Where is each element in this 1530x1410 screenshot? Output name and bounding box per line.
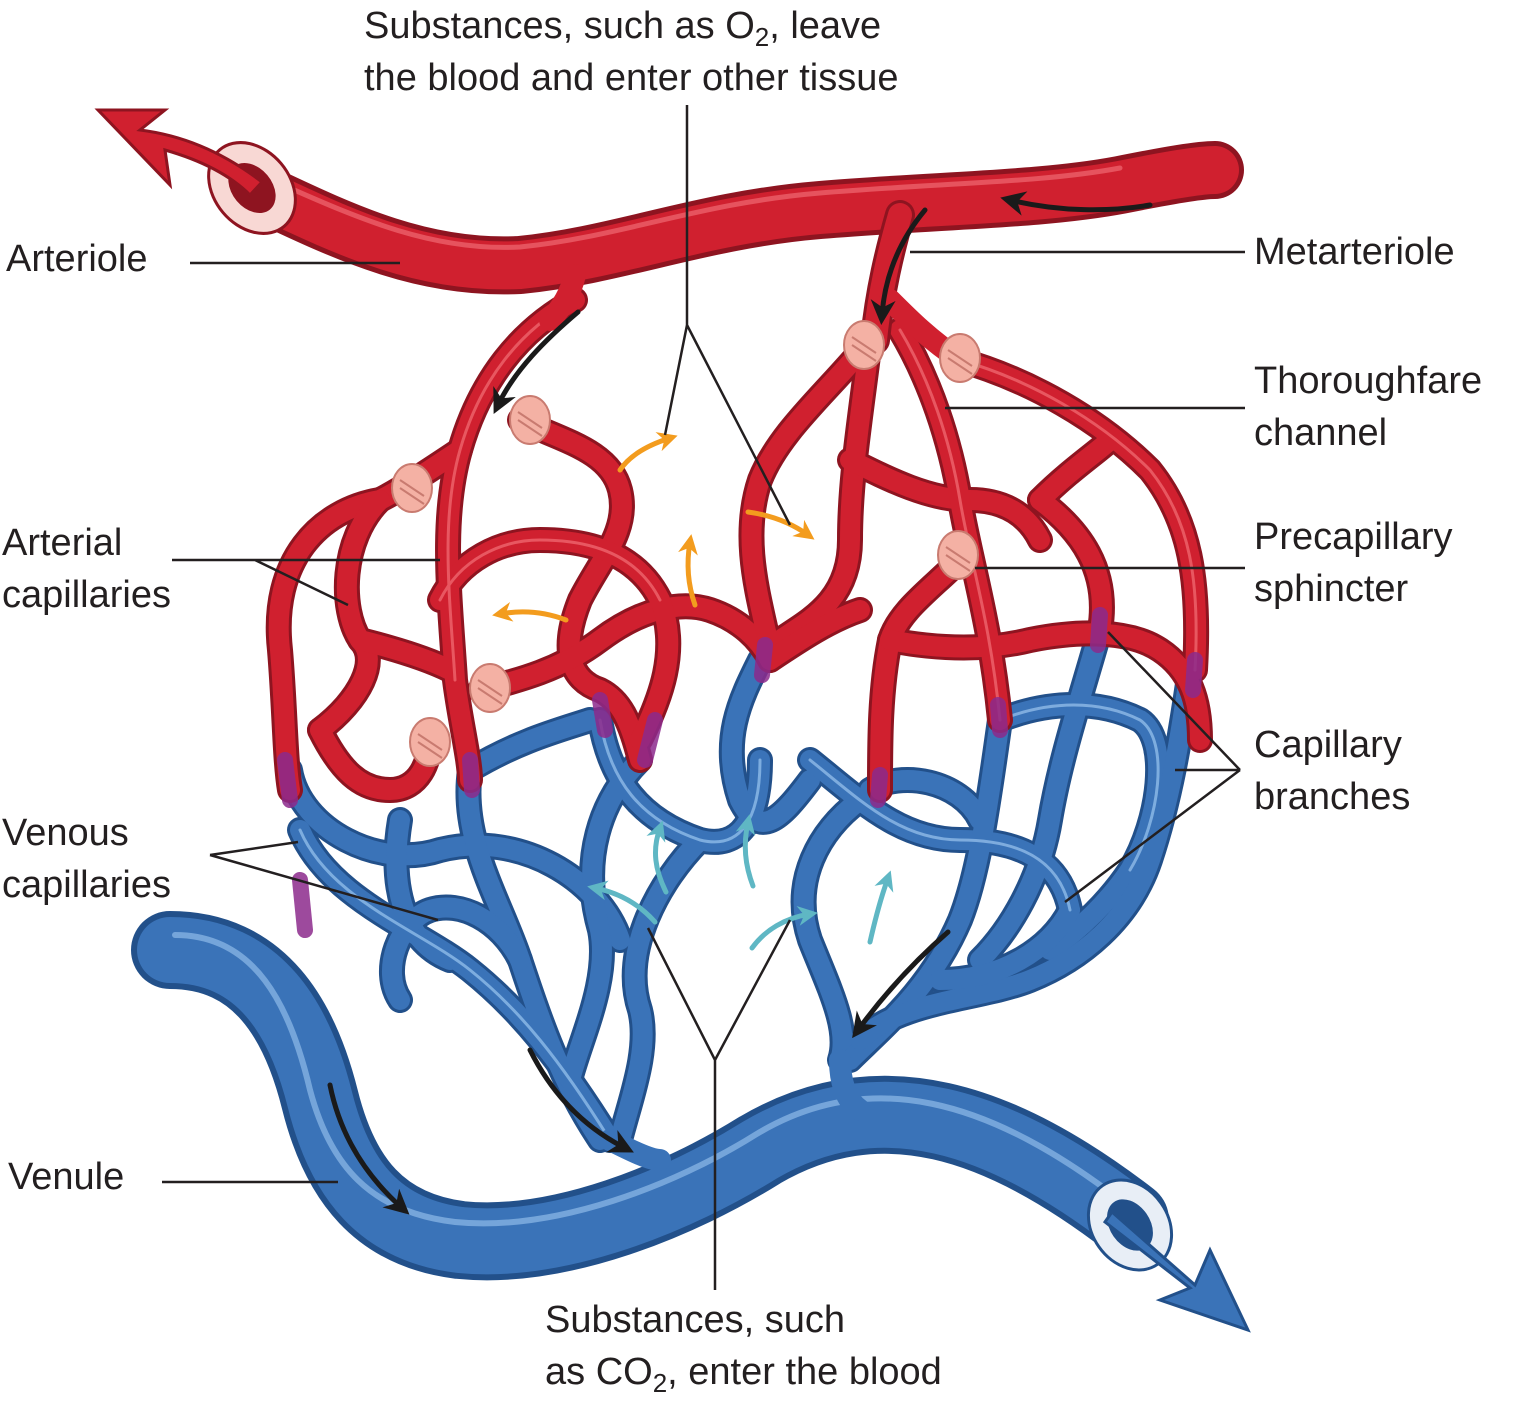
leader-arterial-capillaries	[172, 558, 440, 607]
top-caption-post: , leave	[769, 5, 882, 47]
label-arteriole-text: Arteriole	[6, 238, 148, 280]
label-arteriole: Arteriole	[6, 233, 148, 285]
leader-lines	[162, 105, 1245, 1290]
label-venous-line1: Venous	[2, 812, 129, 854]
bottom-caption: Substances, such as CO2, enter the blood	[545, 1294, 942, 1398]
venule-vessel	[131, 911, 1169, 1281]
label-branches-line2: branches	[1254, 776, 1411, 818]
top-caption-subscript: 2	[754, 21, 770, 52]
label-arterial-capillaries: Arterial capillaries	[2, 517, 171, 621]
label-arterial-line2: capillaries	[2, 574, 171, 616]
black-flow-arrow-icon	[327, 191, 1153, 1215]
blue-arrow-icon	[1102, 1209, 1251, 1333]
label-metarteriole-text: Metarteriole	[1254, 231, 1455, 273]
orange-arrow-icon	[492, 432, 815, 623]
bottom-caption-post: , enter the blood	[667, 1351, 942, 1393]
label-precapillary-line2: sphincter	[1254, 568, 1409, 610]
label-capillary-branches: Capillary branches	[1254, 719, 1410, 823]
label-precapillary-line1: Precapillary	[1254, 516, 1453, 558]
transition-zones	[277, 607, 1203, 938]
leader-venous-capillaries	[209, 840, 439, 922]
label-venous-capillaries: Venous capillaries	[2, 807, 171, 911]
arteriole-vessel	[226, 141, 1244, 371]
leader-top-caption	[663, 105, 792, 526]
venous-capillaries	[277, 617, 1203, 1153]
sphincter-ridges	[399, 336, 973, 759]
label-thoroughfare-line2: channel	[1254, 412, 1388, 454]
label-venule: Venule	[8, 1151, 124, 1203]
bottom-caption-line2: as CO2, enter the blood	[545, 1346, 942, 1398]
bottom-caption-pre: as CO	[545, 1351, 653, 1393]
top-caption-pre: Substances, such as O	[364, 5, 755, 47]
label-thoroughfare-channel: Thoroughfare channel	[1254, 355, 1482, 459]
label-precapillary-sphincter: Precapillary sphincter	[1254, 511, 1453, 615]
bottom-caption-line1: Substances, such	[545, 1299, 845, 1341]
red-arrow-icon	[94, 108, 265, 198]
label-metarteriole: Metarteriole	[1254, 226, 1455, 278]
top-caption-line2: the blood and enter other tissue	[364, 57, 899, 99]
teal-arrow-icon	[587, 814, 894, 951]
label-venous-line2: capillaries	[2, 864, 171, 906]
label-arterial-line1: Arterial	[2, 522, 123, 564]
label-branches-line1: Capillary	[1254, 724, 1402, 766]
leader-bottom-caption	[646, 919, 792, 1290]
bottom-caption-subscript: 2	[652, 1367, 668, 1398]
top-caption: Substances, such as O2, leave the blood …	[364, 0, 899, 104]
label-thoroughfare-line1: Thoroughfare	[1254, 360, 1483, 402]
leader-capillary-branches	[1064, 631, 1241, 903]
top-caption-line1: Substances, such as O2, leave	[364, 0, 899, 52]
label-venule-text: Venule	[8, 1156, 125, 1198]
